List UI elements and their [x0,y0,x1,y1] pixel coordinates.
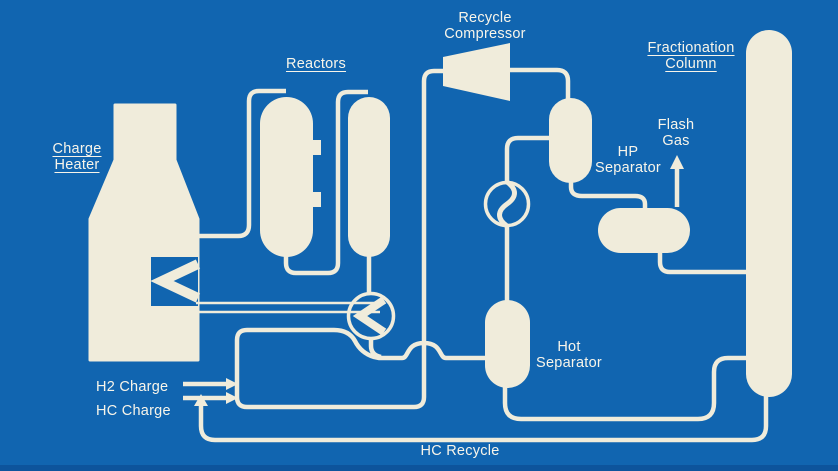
pipe-compressor-to-hpsep [510,67,571,100]
hot-separator-vessel [485,300,530,388]
feed-preheat-double-line [196,301,380,314]
hc-recycle-arrowhead [194,394,208,406]
label-flash-gas: Flash Gas [657,117,695,149]
hc-charge-arrowhead [226,392,238,404]
reactor1-vessel [260,97,313,257]
recycle-compressor-symbol [443,43,510,101]
pipe-hpsep-to-flashdrum [568,181,648,210]
vessels [88,30,792,397]
label-h2-charge: H2 Charge [96,379,169,395]
heater-coil-chevron [150,259,201,303]
label-fractionation-column: Fractionation Column [647,40,735,72]
bottom-edge-strip [0,465,838,471]
label-hc-charge: HC Charge [96,403,171,419]
pipe-reactor1-to-reactor2 [283,89,368,276]
reactor1-nozzle-lower [311,192,321,207]
flash-drum-vessel [598,208,690,253]
cooler-s-curve [497,179,517,229]
reactor1-nozzle-upper [311,140,321,155]
exchanger-coil-chevron [352,296,387,336]
arrowheads [194,155,684,406]
label-hc-recycle: HC Recycle [420,443,500,459]
label-reactors: Reactors [285,56,347,72]
pipe-hc-recycle [198,395,769,443]
label-hp-separator: HP Separator [595,144,661,176]
flash-gas-arrowhead [670,155,684,169]
hp-separator-vessel [549,98,592,183]
label-charge-heater: Charge Heater [52,141,102,173]
pipes [183,67,769,443]
pipe-cooler-to-hpsep [504,135,551,182]
reactor2-vessel [348,97,390,257]
pipe-hotsep-to-column [502,355,748,422]
fractionation-column-vessel [746,30,792,397]
label-recycle-compressor: Recycle Compressor [444,10,526,42]
h2-charge-arrowhead [226,378,238,390]
pipe-flashdrum-to-column [657,251,748,275]
pipe-heater-to-reactor1 [197,88,286,239]
pipe-recycle-and-feed-loop [234,68,486,410]
label-hot-separator: Hot Separator [536,339,602,371]
